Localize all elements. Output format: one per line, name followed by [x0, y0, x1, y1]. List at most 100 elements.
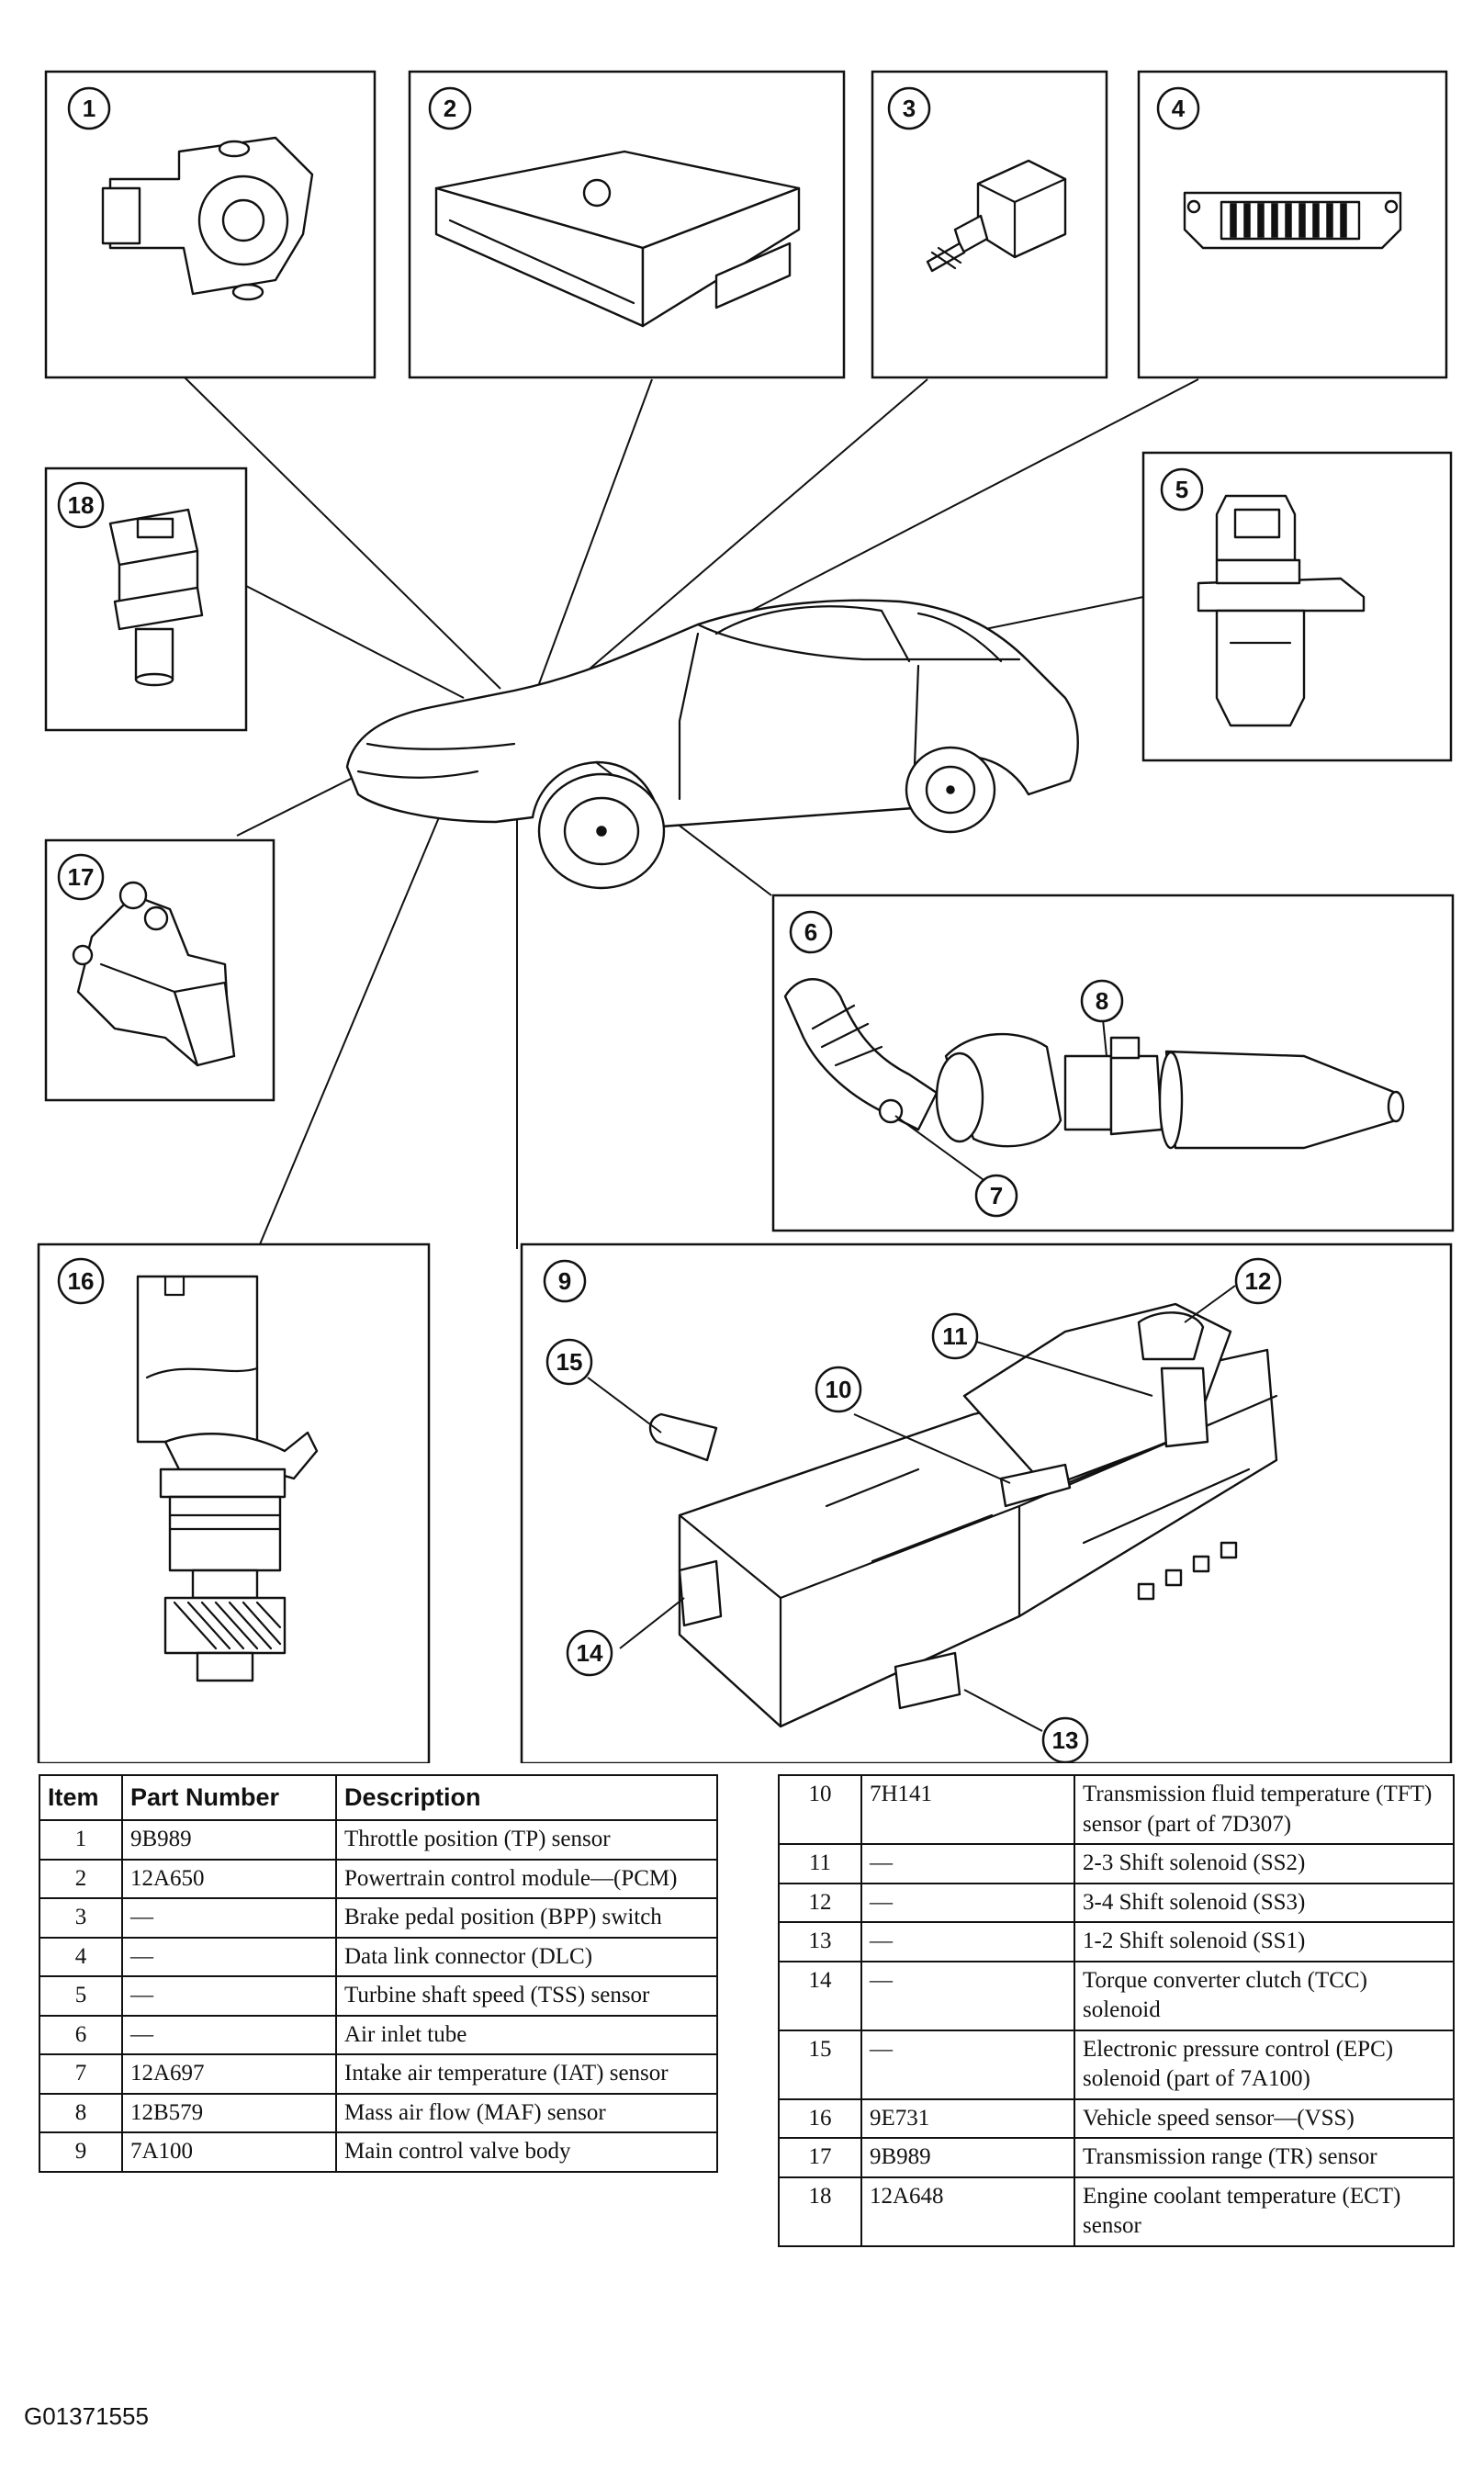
callout-11: 11 — [931, 1312, 979, 1360]
svg-text:4: 4 — [1172, 95, 1186, 122]
transmission-range-sensor-drawing — [72, 881, 236, 1067]
desc-cell: Brake pedal position (BPP) switch — [335, 1897, 718, 1939]
svg-text:3: 3 — [903, 95, 916, 122]
item-cell: 7 — [39, 2053, 123, 2095]
part-cell: — — [860, 1843, 1075, 1884]
callout-9: 9 — [543, 1259, 587, 1303]
item-cell: 5 — [39, 1975, 123, 2017]
svg-text:5: 5 — [1175, 476, 1188, 503]
desc-cell: Powertrain control module—(PCM) — [335, 1858, 718, 1900]
table-row: 5—Turbine shaft speed (TSS) sensor — [39, 1975, 718, 2017]
panel-6 — [771, 894, 1455, 1232]
svg-text:10: 10 — [826, 1376, 852, 1403]
callout-6: 6 — [789, 910, 833, 954]
panel-2 — [408, 70, 846, 379]
table-row: 4—Data link connector (DLC) — [39, 1936, 718, 1978]
callout-18: 18 — [57, 481, 105, 529]
part-cell: 12A650 — [121, 1858, 337, 1900]
svg-text:2: 2 — [444, 95, 456, 122]
throttle-position-sensor-drawing — [101, 136, 314, 301]
svg-text:9: 9 — [558, 1267, 571, 1295]
part-cell: 12A648 — [860, 2176, 1075, 2247]
part-cell: 7H141 — [860, 1774, 1075, 1845]
brake-pedal-switch-drawing — [926, 159, 1067, 273]
table-row: 14—Torque converter clutch (TCC) solenoi… — [778, 1960, 1455, 2031]
svg-text:8: 8 — [1096, 987, 1108, 1015]
panel-16 — [37, 1243, 431, 1763]
item-cell: 6 — [39, 2014, 123, 2056]
callout-16: 16 — [57, 1257, 105, 1305]
table-header-row: Item Part Number Description — [39, 1773, 718, 1822]
vehicle-illustration — [345, 599, 1079, 890]
callout-2: 2 — [428, 86, 472, 130]
table-row: 12—3-4 Shift solenoid (SS3) — [778, 1882, 1455, 1923]
item-cell: 1 — [39, 1819, 123, 1861]
part-cell: — — [121, 2014, 337, 2056]
item-cell: 17 — [778, 2137, 862, 2178]
callout-14: 14 — [566, 1629, 613, 1677]
part-cell: 7A100 — [121, 2131, 337, 2173]
vehicle-speed-sensor-drawing — [136, 1275, 319, 1682]
part-cell: — — [860, 1921, 1075, 1962]
callout-15: 15 — [545, 1338, 593, 1386]
part-cell: — — [860, 1882, 1075, 1923]
item-cell: 10 — [778, 1774, 862, 1845]
svg-text:13: 13 — [1052, 1726, 1079, 1754]
callout-13: 13 — [1041, 1716, 1089, 1763]
table-row: 3—Brake pedal position (BPP) switch — [39, 1897, 718, 1939]
svg-text:6: 6 — [804, 918, 817, 946]
item-cell: 11 — [778, 1843, 862, 1884]
data-link-connector-drawing — [1183, 191, 1402, 250]
part-cell: — — [860, 2029, 1075, 2100]
desc-cell: Throttle position (TP) sensor — [335, 1819, 718, 1861]
part-cell: — — [121, 1897, 337, 1939]
svg-text:11: 11 — [942, 1322, 968, 1350]
part-cell: 9E731 — [860, 2097, 1075, 2139]
table-row: 6—Air inlet tube — [39, 2014, 718, 2056]
item-cell: 8 — [39, 2092, 123, 2134]
panel-9 — [520, 1243, 1453, 1763]
item-cell: 2 — [39, 1858, 123, 1900]
callout-17: 17 — [57, 853, 105, 901]
part-cell: — — [860, 1960, 1075, 2031]
svg-text:14: 14 — [577, 1639, 603, 1667]
item-cell: 15 — [778, 2029, 862, 2100]
svg-text:7: 7 — [990, 1182, 1003, 1209]
desc-cell: Engine coolant temperature (ECT) sensor — [1074, 2176, 1455, 2247]
air-inlet-tube-drawing — [783, 978, 1405, 1150]
panel-1 — [44, 70, 377, 379]
desc-cell: Turbine shaft speed (TSS) sensor — [335, 1975, 718, 2017]
valve-body-drawing — [648, 1302, 1278, 1728]
desc-cell: Vehicle speed sensor—(VSS) — [1074, 2097, 1455, 2139]
pcm-drawing — [434, 150, 801, 328]
desc-cell: 1-2 Shift solenoid (SS1) — [1074, 1921, 1455, 1962]
desc-cell: Main control valve body — [335, 2131, 718, 2173]
item-cell: 4 — [39, 1936, 123, 1978]
table-row: 15—Electronic pressure control (EPC) sol… — [778, 2029, 1455, 2100]
item-cell: 12 — [778, 1882, 862, 1923]
part-cell: 9B989 — [121, 1819, 337, 1861]
table-row: 13—1-2 Shift solenoid (SS1) — [778, 1921, 1455, 1962]
svg-text:12: 12 — [1245, 1267, 1272, 1295]
callout-7: 7 — [974, 1174, 1018, 1218]
callout-8: 8 — [1080, 979, 1124, 1023]
desc-cell: Torque converter clutch (TCC) solenoid — [1074, 1960, 1455, 2031]
desc-cell: 3-4 Shift solenoid (SS3) — [1074, 1882, 1455, 1923]
callout-3: 3 — [887, 86, 931, 130]
callout-1: 1 — [67, 86, 111, 130]
panel-5 — [1141, 451, 1453, 762]
figure-code: G01371555 — [24, 2402, 149, 2430]
desc-cell: Transmission range (TR) sensor — [1074, 2137, 1455, 2178]
callout-pointers — [587, 1009, 1236, 1732]
part-cell: — — [121, 1975, 337, 2017]
desc-cell: Air inlet tube — [335, 2014, 718, 2056]
desc-cell: Mass air flow (MAF) sensor — [335, 2092, 718, 2134]
part-cell: 9B989 — [860, 2137, 1075, 2178]
part-cell: — — [121, 1936, 337, 1978]
